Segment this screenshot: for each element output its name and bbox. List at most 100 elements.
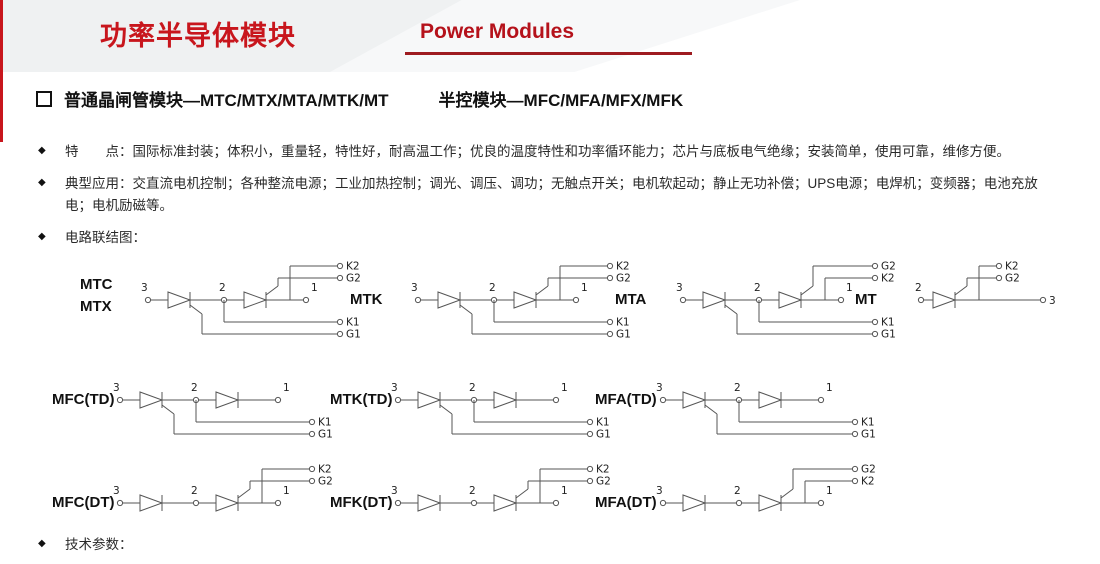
- thyristor-symbol: [437, 291, 462, 309]
- terminal-label: K2: [346, 261, 360, 273]
- diagram-label: MFC(DT): [52, 494, 115, 511]
- diagram-label: MFK(DT): [330, 494, 393, 511]
- terminal-node: [336, 330, 344, 338]
- terminal-node: [470, 499, 478, 507]
- diagram-label: MFA(DT): [595, 494, 657, 511]
- wire: [515, 488, 529, 499]
- diode-symbol: [417, 494, 442, 512]
- terminal-node: [308, 477, 316, 485]
- heading-thyristor-modules: 普通晶闸管模块—MTC/MTX/MTA/MTK/MT: [64, 91, 389, 110]
- diagram-label: MTA: [615, 291, 647, 308]
- terminal-node: [871, 330, 879, 338]
- terminal-node: [606, 318, 614, 326]
- header: 功率半导体模块 Power Modules: [0, 0, 1100, 72]
- terminal-node: [606, 274, 614, 282]
- terminal-node: [302, 296, 310, 304]
- terminal-node: [274, 499, 282, 507]
- terminal-node: [995, 262, 1003, 270]
- terminal-label: 3: [1049, 295, 1056, 307]
- terminal-node: [659, 499, 667, 507]
- terminal-node: [336, 318, 344, 326]
- left-accent-line: [0, 0, 3, 142]
- wire: [459, 304, 473, 315]
- terminal-label: K2: [881, 273, 895, 285]
- terminal-label: 2: [734, 485, 741, 497]
- terminal-label: 3: [656, 382, 663, 394]
- terminal-label: K2: [1005, 261, 1019, 273]
- terminal-node: [414, 296, 422, 304]
- thyristor-symbol: [493, 494, 518, 512]
- thyristor-symbol: [758, 494, 783, 512]
- terminal-node: [917, 296, 925, 304]
- feature-text: 国际标准封装；体积小，重量轻，特性好，耐高温工作；优良的温度特性和功率循环能力；…: [132, 144, 1011, 159]
- terminal-node: [308, 418, 316, 426]
- wire: [800, 285, 814, 296]
- terminal-label: G2: [318, 476, 333, 488]
- terminal-node: [274, 396, 282, 404]
- terminal-node: [552, 396, 560, 404]
- wire: [439, 404, 453, 415]
- thyristor-symbol: [167, 291, 192, 309]
- terminal-node: [871, 274, 879, 282]
- terminal-label: 3: [656, 485, 663, 497]
- terminal-label: K1: [318, 417, 332, 429]
- terminal-label: G1: [346, 329, 361, 341]
- terminal-label: 2: [489, 282, 496, 294]
- terminal-node: [586, 430, 594, 438]
- terminal-node: [606, 330, 614, 338]
- technical-params-row: ◆ 技术参数：: [38, 534, 1070, 557]
- terminal-label: K1: [596, 417, 610, 429]
- terminal-node: [606, 262, 614, 270]
- terminal-node: [586, 465, 594, 473]
- terminal-label: 1: [581, 282, 588, 294]
- diode-symbol: [493, 391, 518, 409]
- terminal-label: G1: [881, 329, 896, 341]
- terminal-node: [116, 499, 124, 507]
- diagram-label: MT: [855, 291, 877, 308]
- wire: [237, 488, 251, 499]
- feature-applications: ◆ 典型应用：交直流电机控制；各种整流电源；工业加热控制；调光、调压、调功；无触…: [38, 173, 1043, 218]
- terminal-node: [659, 396, 667, 404]
- thyristor-symbol: [215, 494, 240, 512]
- terminal-node: [552, 499, 560, 507]
- diagram-label: MFA(TD): [595, 391, 657, 408]
- terminal-label: K2: [596, 464, 610, 476]
- diagram-label: MTK(TD): [330, 391, 393, 408]
- features-list: ◆ 特 点：国际标准封装；体积小，重量轻，特性好，耐高温工作；优良的温度特性和功…: [38, 141, 1043, 259]
- terminal-label: 1: [826, 485, 833, 497]
- terminal-label: K2: [861, 476, 875, 488]
- terminal-label: G1: [318, 429, 333, 441]
- wire: [724, 304, 738, 315]
- diode-symbol: [682, 494, 707, 512]
- terminal-node: [192, 499, 200, 507]
- terminal-label: G1: [596, 429, 611, 441]
- feature-text: 交直流电机控制；各种整流电源；工业加热控制；调光、调压、调功；无触点开关；电机软…: [65, 175, 1038, 214]
- terminal-label: 3: [411, 282, 418, 294]
- terminal-node: [735, 499, 743, 507]
- technical-params-label: 技术参数：: [65, 537, 133, 552]
- terminal-node: [572, 296, 580, 304]
- terminal-label: G2: [596, 476, 611, 488]
- terminal-label: K2: [616, 261, 630, 273]
- thyristor-symbol: [243, 291, 268, 309]
- diode-symbol: [139, 494, 164, 512]
- terminal-node: [586, 418, 594, 426]
- terminal-label: 2: [191, 382, 198, 394]
- terminal-label: 2: [469, 382, 476, 394]
- terminal-node: [336, 262, 344, 270]
- feature-label: 典型应用：: [65, 175, 133, 191]
- terminal-label: 2: [469, 485, 476, 497]
- terminal-label: K1: [346, 317, 360, 329]
- terminal-label: 1: [826, 382, 833, 394]
